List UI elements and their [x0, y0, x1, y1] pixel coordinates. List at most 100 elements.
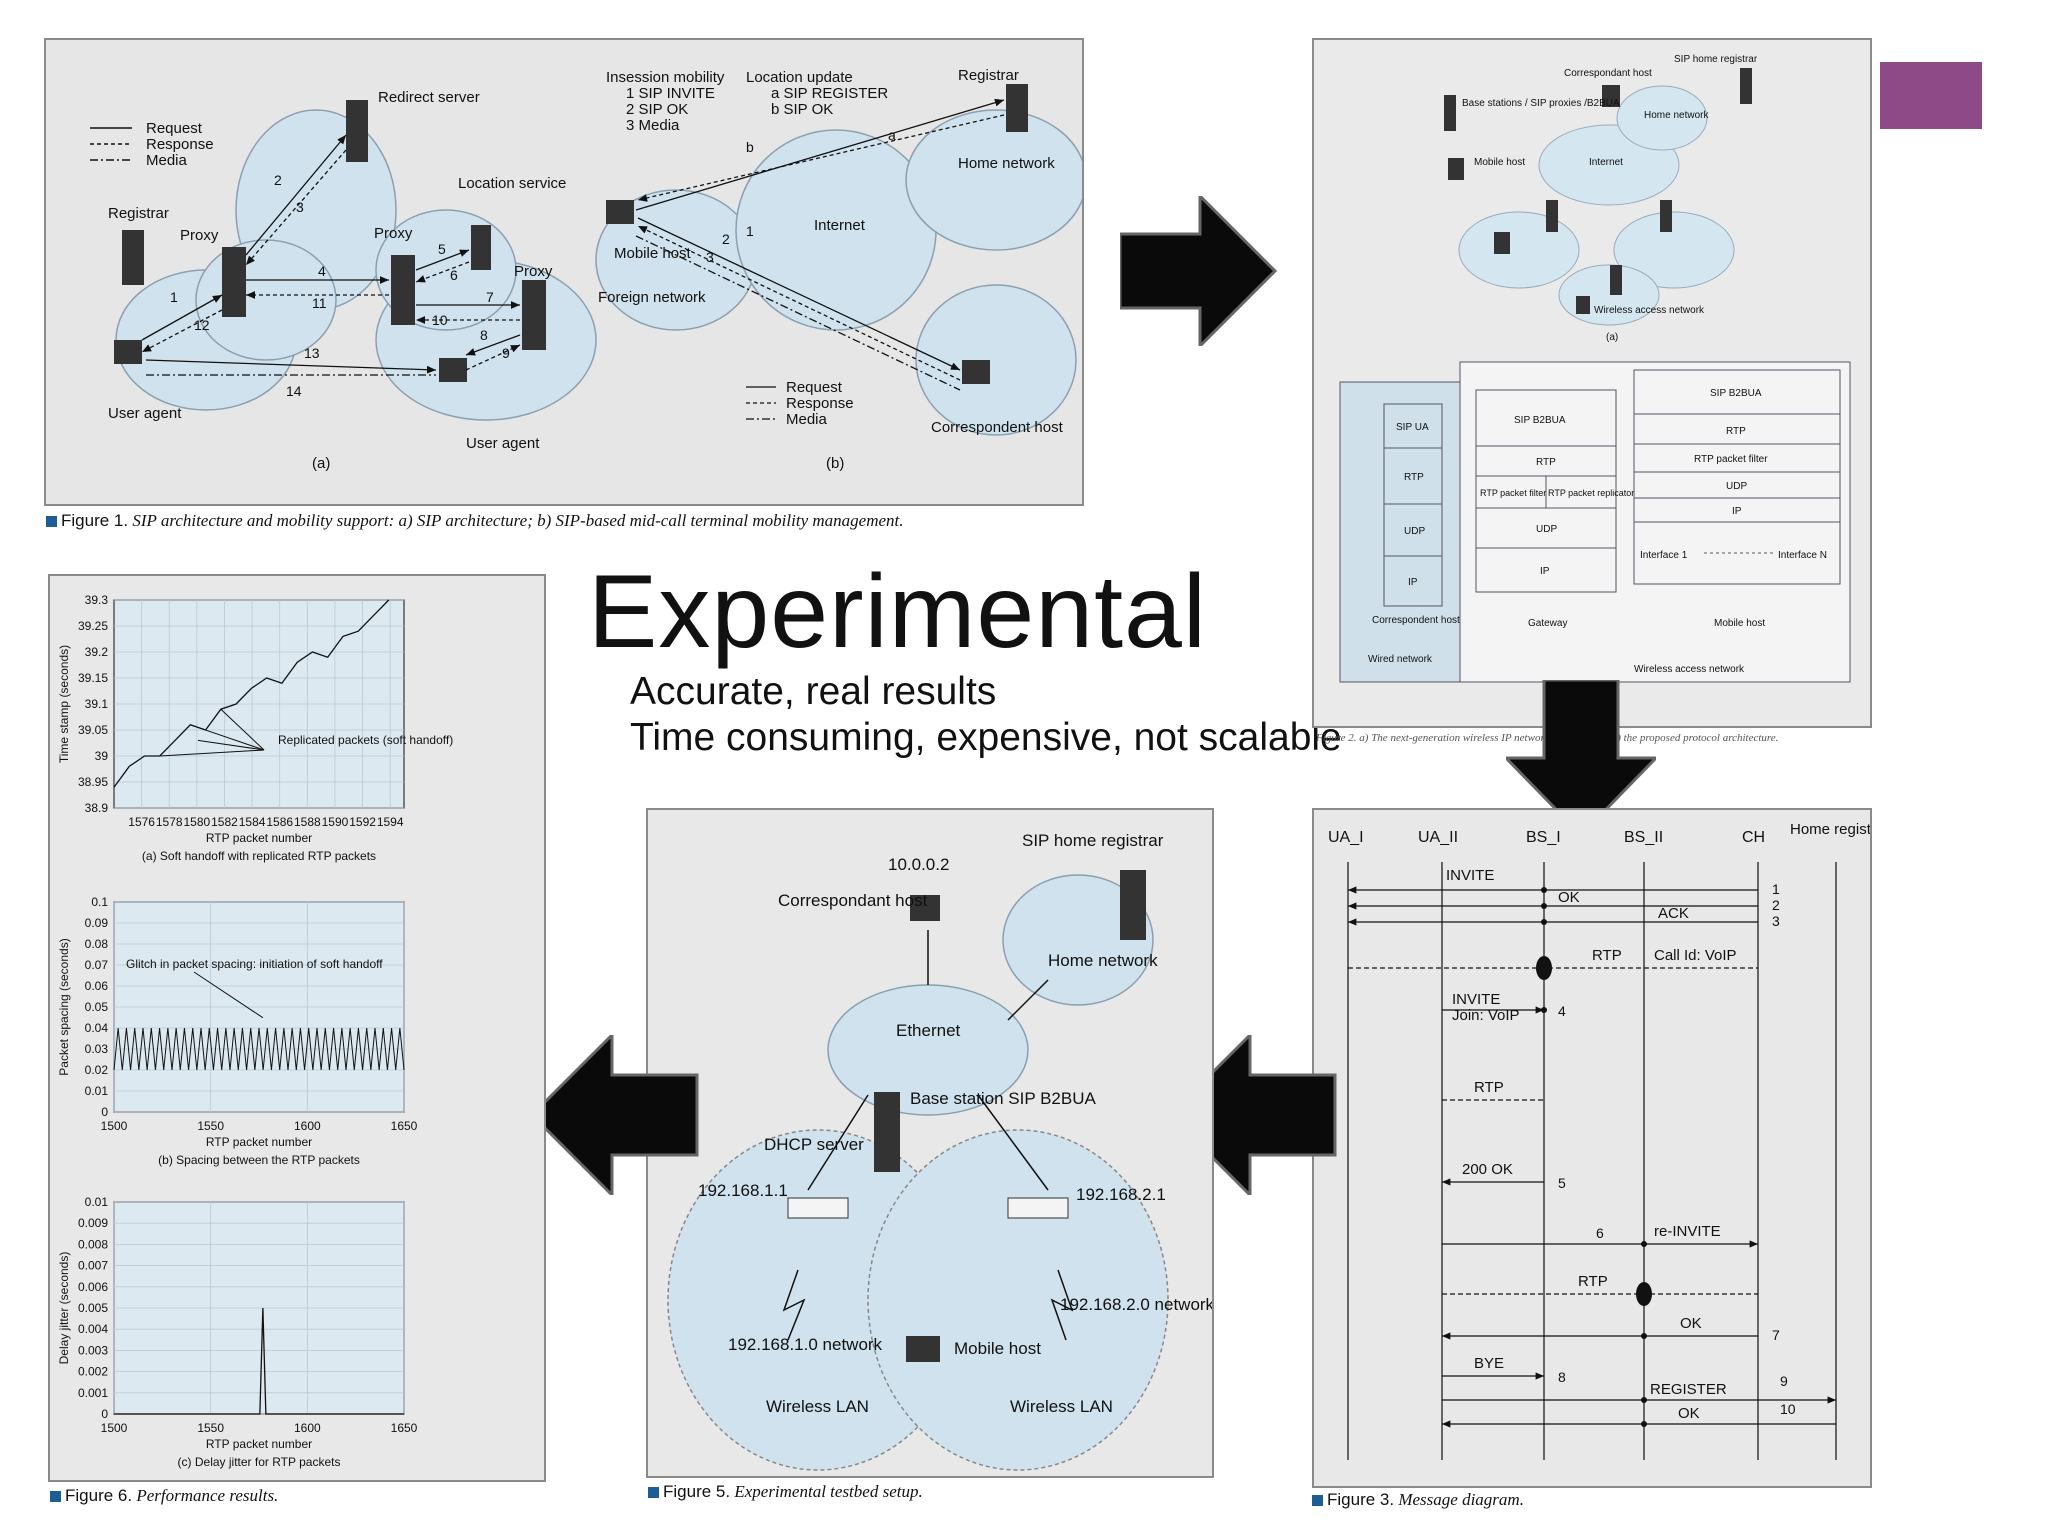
proxy-label-3: Proxy: [514, 263, 553, 280]
redirect-server-icon: [346, 100, 368, 162]
fig2-bs-label: Base stations / SIP proxies /B2BUA: [1462, 98, 1620, 109]
col-ua2: UA_II: [1418, 829, 1458, 846]
location-service-label: Location service: [458, 175, 566, 192]
figure1-caption-label: Figure 1.: [61, 511, 129, 530]
chart-1-ytick: 39.15: [78, 671, 108, 685]
chart-1-xtick: 1576: [128, 815, 155, 829]
chart-2-ytick: 0.04: [85, 1021, 109, 1035]
legend-request: Request: [146, 120, 203, 137]
legend-response: Response: [146, 136, 214, 153]
chart-2-ytick: 0.02: [85, 1063, 109, 1077]
msg-b-b: b: [746, 139, 754, 155]
chart-1-xtick: 1592: [349, 815, 376, 829]
chart-1-xtick: 1584: [239, 815, 266, 829]
redirect-server-label: Redirect server: [378, 89, 480, 106]
correspondent-icon-2: [1602, 85, 1620, 107]
net1-label: 192.168.1.0 network: [728, 1335, 883, 1354]
bs-server-icon-3: [1660, 200, 1672, 232]
fig2-internet-label: Internet: [1589, 157, 1623, 168]
msg-invite-2: INVITE: [1452, 991, 1500, 1008]
gw-stack-ip: IP: [1540, 566, 1550, 577]
chart-2-ytick: 0.08: [85, 937, 109, 951]
wlan-cells: [667, 1129, 1169, 1471]
figure2-diagram: Base stations / SIP proxies /B2BUA Mobil…: [1339, 54, 1851, 683]
chart-2-ytick: 0: [101, 1105, 108, 1119]
figure1b-sublabel: (b): [826, 455, 844, 472]
msg-b-3: 3: [706, 249, 714, 265]
chart-3-xlabel: RTP packet number: [206, 1437, 312, 1451]
wan-label-b: Wireless access network: [1634, 664, 1745, 675]
msg-rtp: RTP: [1592, 947, 1622, 964]
mh-stack-ifn: Interface N: [1778, 550, 1827, 561]
chart-1-xtick: 1580: [184, 815, 211, 829]
registrar-server-icon-b: [1006, 84, 1028, 132]
dhcp-label: DHCP server: [764, 1135, 864, 1154]
gw-stack-filter: RTP packet filter: [1480, 488, 1546, 498]
user-agent-label: User agent: [108, 405, 182, 422]
msg-ok-2: OK: [1680, 1315, 1702, 1332]
mh-stack-ip: IP: [1732, 506, 1742, 517]
bs-server-icon: [1444, 95, 1456, 131]
ch-stack-ip: IP: [1408, 577, 1418, 588]
figure5-caption-text: Experimental testbed setup.: [734, 1482, 923, 1501]
chart-3-ytick: 0.004: [78, 1322, 108, 1336]
col-bs2: BS_II: [1624, 829, 1663, 846]
msg-ok: OK: [1558, 889, 1580, 906]
figure5-diagram: 10.0.0.2 Correspondant host SIP home reg…: [667, 831, 1215, 1471]
correspondent-host-label: Correspondent host: [931, 419, 1064, 436]
chart-3-xtick: 1600: [294, 1421, 321, 1435]
chart-1-ytick: 39.25: [78, 619, 108, 633]
ch-stack-rtp: RTP: [1404, 472, 1424, 483]
mh-label: Mobile host: [1714, 618, 1765, 629]
chart-3-ytick: 0.008: [78, 1237, 108, 1251]
chart-1-xtick: 1586: [266, 815, 293, 829]
msg-num-7: 7: [486, 289, 494, 305]
msg-num-5: 5: [438, 241, 446, 257]
gw-stack-replicator: RTP packet replicator: [1548, 488, 1634, 498]
chart-1-ytick: 39: [95, 749, 109, 763]
location-a: a SIP REGISTER: [771, 85, 888, 102]
mobile-host-icon-3: [1494, 232, 1510, 254]
chart-1-replica-arrow: [159, 749, 265, 757]
seq-1: 1: [1772, 881, 1780, 897]
wireless-signal-icon-1: [782, 1269, 806, 1341]
chart-1-replica-arrow: [190, 724, 265, 751]
chart-1-xtick: 1594: [377, 815, 404, 829]
chart-3-series-line: [114, 1307, 404, 1415]
gw-label: Gateway: [1528, 618, 1567, 629]
ch-label-5: Correspondant host: [778, 891, 928, 910]
ch-stack-label: Correspondent host: [1372, 615, 1460, 626]
chart-1-ytick: 38.9: [85, 801, 109, 815]
chart-2-ytick: 0.01: [85, 1084, 109, 1098]
wireless-signal-icon-2: [1050, 1269, 1074, 1341]
base-station-label: Base station SIP B2BUA: [910, 1089, 1097, 1108]
legend-b-request: Request: [786, 379, 843, 396]
slide-title: Experimental: [588, 554, 1207, 670]
mobile-host-laptop-icon: [906, 1336, 940, 1362]
msg-b-a: a: [888, 127, 896, 143]
seq-8: 8: [1558, 1369, 1566, 1385]
col-ch: CH: [1742, 829, 1765, 846]
correspondent-host-icon-5: [910, 895, 940, 921]
location-title: Location update: [746, 69, 853, 86]
col-bs1: BS_I: [1526, 829, 1561, 846]
gw-stack-b2bua: SIP B2BUA: [1514, 415, 1566, 426]
home-network-label: Home network: [958, 155, 1055, 172]
foreign-network-label: Foreign network: [598, 289, 706, 306]
ip1-label: 192.168.1.1: [698, 1181, 788, 1200]
location-server-icon: [471, 225, 491, 270]
msg-200ok: 200 OK: [1462, 1161, 1513, 1178]
figure5-panel: 10.0.0.2 Correspondant host SIP home reg…: [646, 808, 1215, 1478]
msg-rtp-2: RTP: [1474, 1079, 1504, 1096]
chart-1-xlabel: RTP packet number: [206, 831, 312, 845]
proxy-server-icon-3: [522, 280, 546, 350]
chart-1-xtick: 1590: [322, 815, 349, 829]
mh-stack-if1: Interface 1: [1640, 550, 1688, 561]
correspondent-host-icon: [962, 360, 990, 384]
msg-num-9: 9: [502, 345, 510, 361]
msg-num-3: 3: [296, 199, 304, 215]
figure1-legend: Request Response Media: [90, 120, 214, 169]
chart-3-ylabel: Delay jitter (seconds): [57, 1252, 71, 1365]
figure1-diagram: Request Response Media: [90, 67, 1087, 472]
